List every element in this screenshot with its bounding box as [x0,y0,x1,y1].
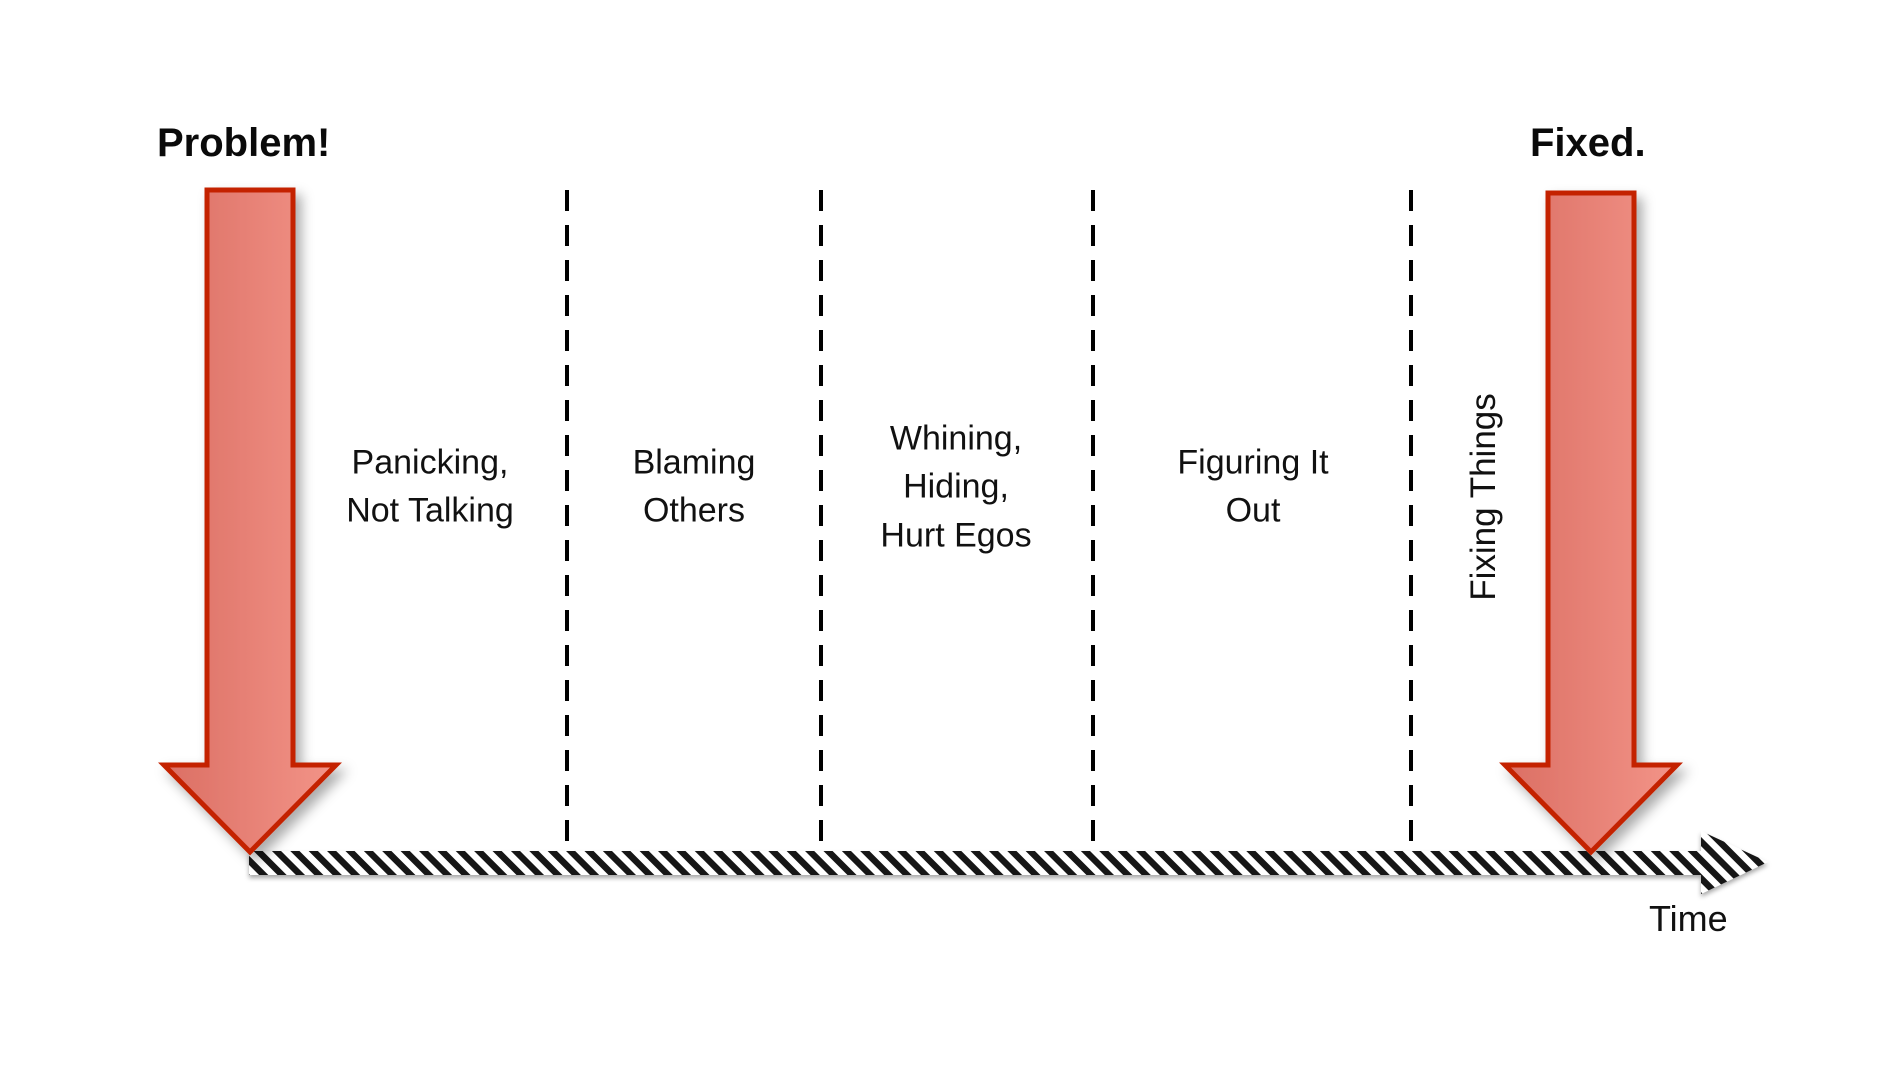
phase-label-line: Panicking, [351,443,509,482]
phase-label-fixing-things: Fixing Things [1459,393,1509,601]
phase-label-line: Others [642,492,746,530]
phase-label-line: Whining, [889,419,1023,458]
phase-label-panicking-not-talking: Panicking, Not Talking [346,439,514,536]
phase-label-line: Blaming [632,443,756,482]
time-axis-arrowhead [1701,831,1768,894]
problem-arrow-icon [158,187,342,856]
phase-label-whining-hiding-hurt-egos: Whining, Hiding, Hurt Egos [880,415,1031,560]
phase-label-line: Not Talking [346,492,514,530]
time-axis-arrow-icon [249,831,1768,894]
phase-label-line: Hurt Egos [880,516,1032,555]
phase-label-figuring-it-out: Figuring It Out [1177,439,1328,536]
phase-label-line: Figuring It [1177,443,1329,482]
problem-title: Problem! [157,121,331,165]
time-axis-bar [249,851,1701,875]
phase-label-line: Out [1225,492,1281,530]
phase-label-line: Fixing Things [1464,393,1504,601]
phase-label-line: Hiding, [903,467,1009,506]
phase-label-blaming-others: Blaming Others [633,439,756,536]
fixed-arrow-icon [1499,190,1683,856]
fixed-title: Fixed. [1530,121,1646,165]
time-axis-label: Time [1649,898,1728,939]
